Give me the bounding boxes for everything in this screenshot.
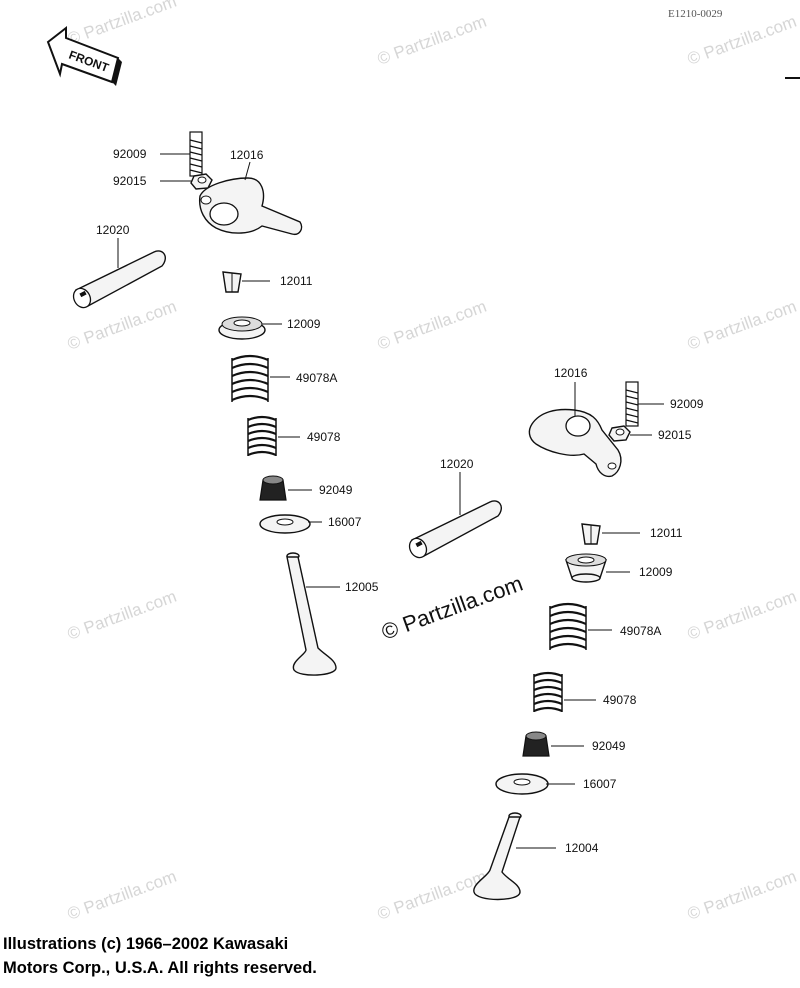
spring-seat-left	[259, 514, 311, 534]
copyright-notice: Illustrations (c) 1966–2002 Kawasaki Mot…	[3, 932, 317, 980]
watermark: © Partzilla.com	[375, 12, 489, 69]
copyright-line-2: Motors Corp., U.S.A. All rights reserved…	[3, 959, 317, 977]
watermark: © Partzilla.com	[65, 0, 179, 49]
part-number: 49078A	[296, 371, 337, 385]
adjuster-screw-right	[625, 381, 639, 427]
part-number: 49078A	[620, 624, 661, 638]
part-number: 12011	[280, 274, 313, 288]
oil-seal-right	[522, 731, 550, 757]
part-number: 12004	[565, 841, 599, 855]
valve-left	[286, 552, 337, 676]
part-number: 92009	[113, 147, 147, 161]
part-number: 12009	[287, 317, 321, 331]
part-number: 92009	[670, 397, 704, 411]
cotter-left	[222, 271, 242, 293]
outer-spring-right	[549, 602, 587, 650]
watermark: © Partzilla.com	[685, 297, 799, 354]
rocker-shaft-left	[72, 250, 166, 309]
part-number: 12009	[639, 565, 673, 579]
watermark: © Partzilla.com	[375, 867, 489, 924]
part-number: 16007	[583, 777, 617, 791]
part-number: 16007	[328, 515, 362, 529]
part-number: 12016	[230, 148, 264, 162]
adjuster-screw-left	[189, 131, 203, 177]
diagram-code: E1210-0029	[668, 8, 723, 20]
rocker-shaft-right	[408, 500, 502, 559]
watermark-center: © Partzilla.com	[378, 571, 526, 645]
rocker-arm-right	[528, 408, 622, 478]
watermark: © Partzilla.com	[65, 867, 179, 924]
locknut-right	[608, 425, 631, 442]
watermark: © Partzilla.com	[685, 867, 799, 924]
part-number: 92015	[113, 174, 147, 188]
cotter-right	[581, 523, 601, 545]
inner-spring-right	[533, 671, 563, 713]
retainer-right	[565, 553, 607, 583]
part-number: 49078	[603, 693, 637, 707]
part-number: 92049	[319, 483, 353, 497]
watermark: © Partzilla.com	[65, 587, 179, 644]
watermark: © Partzilla.com	[375, 297, 489, 354]
part-number: 92049	[592, 739, 626, 753]
retainer-left	[218, 316, 266, 340]
outer-spring-left	[231, 354, 269, 402]
valve-right	[473, 812, 522, 901]
inner-spring-left	[247, 415, 277, 457]
part-number: 12020	[440, 457, 474, 471]
oil-seal-left	[259, 475, 287, 501]
part-number: 12016	[554, 366, 588, 380]
watermark: © Partzilla.com	[685, 587, 799, 644]
part-number: 12005	[345, 580, 379, 594]
spring-seat-right	[495, 773, 549, 795]
part-number: 12011	[650, 526, 683, 540]
front-arrow-icon: FRONT	[46, 25, 122, 86]
watermarks: © Partzilla.com © Partzilla.com © Partzi…	[65, 0, 799, 924]
part-number: 12020	[96, 223, 130, 237]
part-number: 92015	[658, 428, 692, 442]
watermark: © Partzilla.com	[685, 12, 799, 69]
copyright-line-1: Illustrations (c) 1966–2002 Kawasaki	[3, 935, 289, 953]
rocker-arm-left	[198, 177, 303, 236]
part-number: 49078	[307, 430, 341, 444]
